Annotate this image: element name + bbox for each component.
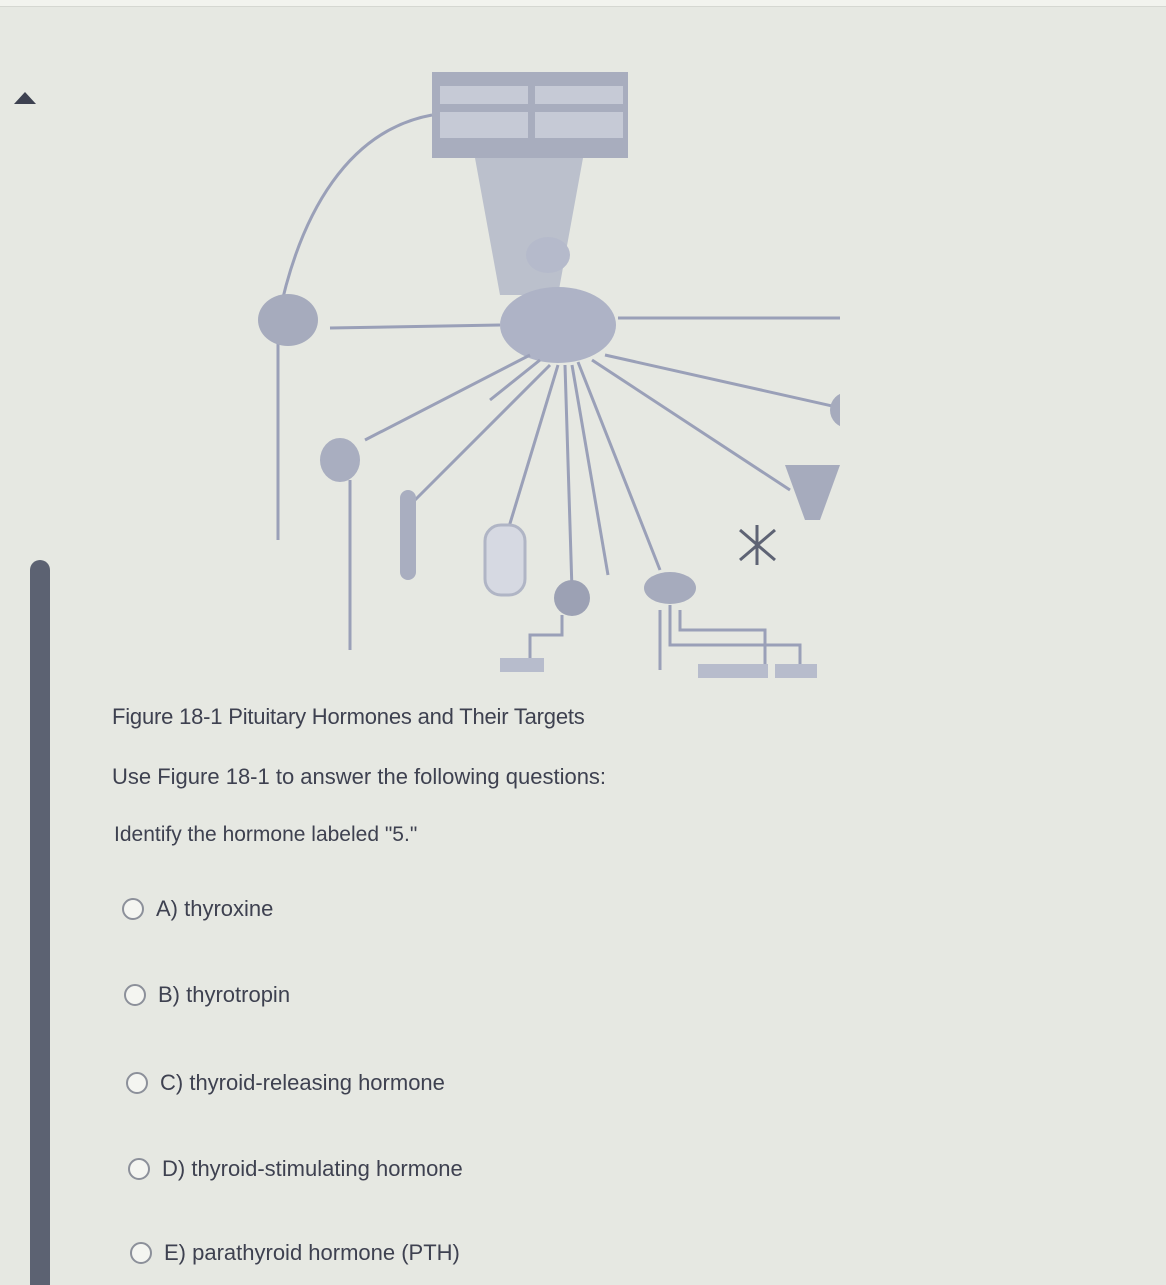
option-label: C) thyroid-releasing hormone — [160, 1070, 445, 1095]
option-a[interactable]: A) thyroxine — [122, 894, 273, 924]
question-instruction: Use Figure 18-1 to answer the following … — [112, 764, 607, 789]
option-label: B) thyrotropin — [158, 982, 291, 1007]
top-border — [0, 0, 1166, 7]
question-prompt: Identify the hormone labeled "5." — [114, 823, 418, 846]
option-c[interactable]: C) thyroid-releasing hormone — [126, 1068, 445, 1098]
option-label: A) thyroxine — [156, 896, 274, 921]
radio-button-icon[interactable] — [122, 898, 144, 920]
option-b[interactable]: B) thyrotropin — [124, 980, 290, 1010]
radio-button-icon[interactable] — [126, 1072, 148, 1094]
option-e[interactable]: E) parathyroid hormone (PTH) — [130, 1238, 460, 1268]
radio-button-icon[interactable] — [128, 1158, 150, 1180]
figure-caption: Figure 18-1 Pituitary Hormones and Their… — [112, 704, 585, 729]
collapse-arrow-icon[interactable] — [14, 92, 36, 104]
option-d[interactable]: D) thyroid-stimulating hormone — [128, 1154, 463, 1184]
question-accent-bar — [30, 560, 50, 1285]
option-label: E) parathyroid hormone (PTH) — [164, 1240, 460, 1265]
option-label: D) thyroid-stimulating hormone — [162, 1156, 463, 1181]
pituitary-hormones-diagram — [200, 70, 840, 685]
radio-button-icon[interactable] — [124, 984, 146, 1006]
radio-button-icon[interactable] — [130, 1242, 152, 1264]
